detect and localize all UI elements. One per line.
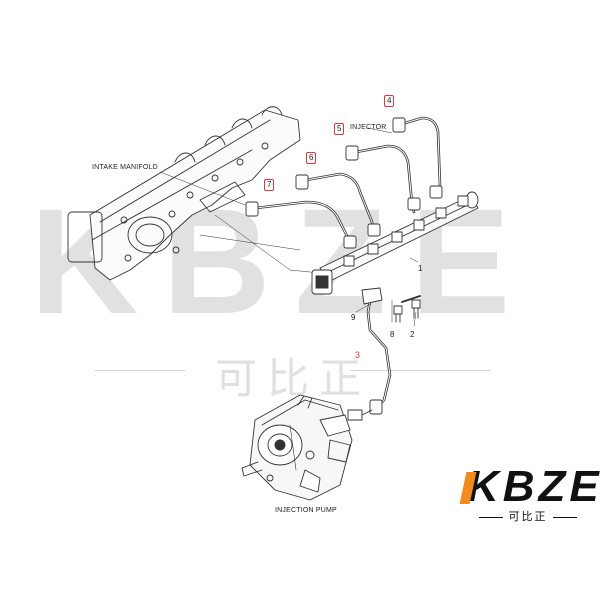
logo-subtitle-text: 可比正 bbox=[508, 511, 548, 523]
callout-3: 3 bbox=[355, 350, 361, 360]
callout-4: 4 bbox=[384, 95, 395, 107]
logo-wordmark: KBZE bbox=[467, 462, 600, 511]
callout-1: 1 bbox=[418, 264, 423, 273]
logo-subtitle: 可比正 bbox=[463, 508, 593, 524]
injection-pump-label: INJECTION PUMP bbox=[275, 507, 337, 514]
watermark-rule-left bbox=[95, 370, 185, 371]
watermark-rule-right bbox=[350, 370, 490, 371]
callout-6: 6 bbox=[306, 152, 317, 164]
intake-manifold-drawing bbox=[67, 106, 301, 281]
callout-2: 2 bbox=[410, 330, 415, 339]
injector-label: INJECTOR bbox=[350, 124, 387, 131]
callout-5: 5 bbox=[334, 123, 345, 135]
callout-9: 9 bbox=[351, 313, 356, 322]
callout-8: 8 bbox=[390, 330, 395, 339]
callout-7: 7 bbox=[264, 179, 275, 191]
watermark-chinese: 可比正 bbox=[215, 355, 372, 402]
intake-manifold-label: INTAKE MANIFOLD bbox=[92, 164, 158, 171]
fuel-rail-drawing bbox=[311, 191, 479, 295]
rail-fittings bbox=[343, 195, 469, 267]
injection-pump-drawing bbox=[241, 394, 373, 501]
brand-logo: KBZE 可比正 bbox=[459, 462, 600, 524]
